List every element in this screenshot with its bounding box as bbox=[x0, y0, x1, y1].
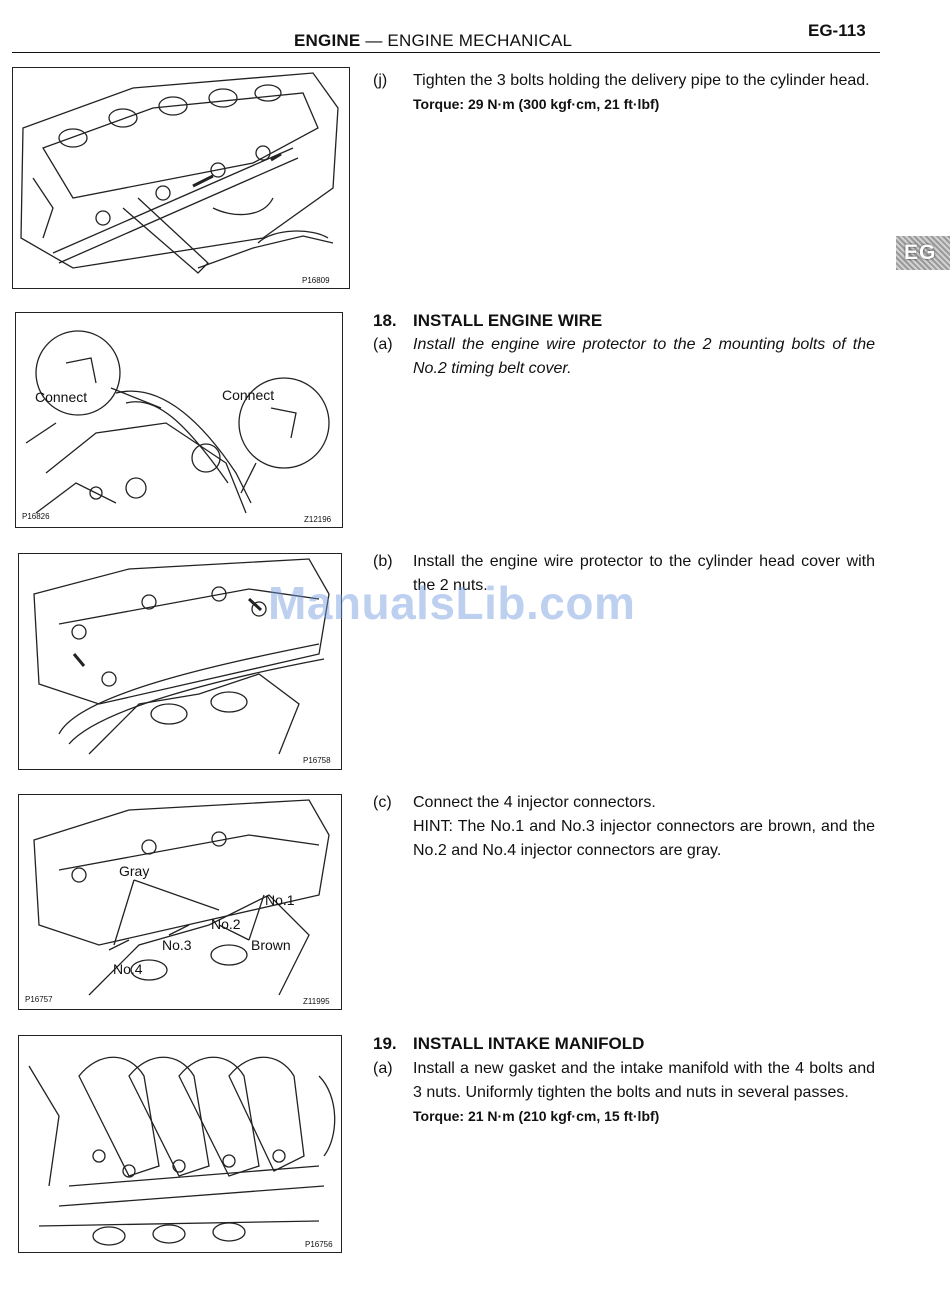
step-text: Install a new gasket and the intake mani… bbox=[413, 1057, 875, 1127]
section-title-rest: — ENGINE MECHANICAL bbox=[360, 31, 573, 50]
callout-no4: No.4 bbox=[113, 961, 143, 977]
figure-cylinder-head-cover: P16758 bbox=[18, 553, 342, 770]
cylinder-head-illustration bbox=[33, 558, 330, 755]
heading-title: INSTALL INTAKE MANIFOLD bbox=[413, 1034, 645, 1053]
watermark: ManualsLib.com bbox=[268, 577, 636, 629]
engine-illustration bbox=[20, 72, 339, 274]
callout-connect-right: Connect bbox=[222, 387, 275, 403]
callout-no3: No.3 bbox=[162, 937, 192, 953]
callout-no1: No.1 bbox=[265, 892, 295, 908]
figure-engine-wire: Connect Connect P16826 Z12196 bbox=[15, 312, 343, 528]
step-18c-text: Connect the 4 injector connectors. bbox=[413, 794, 656, 811]
figure-code: P16757 bbox=[25, 995, 53, 1004]
step-text: Connect the 4 injector connectors. HINT:… bbox=[413, 791, 875, 863]
figure-code: P16758 bbox=[303, 756, 331, 765]
figure-code: Z12196 bbox=[304, 515, 332, 524]
figure-code: Z11995 bbox=[303, 997, 330, 1006]
step-text: Tighten the 3 bolts holding the delivery… bbox=[413, 69, 875, 115]
side-tab[interactable]: EG bbox=[896, 236, 950, 270]
step-label: (c) bbox=[373, 794, 392, 811]
torque-spec: Torque: 21 N·m (210 kgf·cm, 15 ft·lbf) bbox=[413, 1108, 660, 1124]
step-text: Install the engine wire protector to the… bbox=[413, 553, 875, 594]
hint-text: HINT: The No.1 and No.3 injector connect… bbox=[413, 818, 875, 859]
figure-code: P16809 bbox=[302, 276, 330, 285]
figure-injector-connectors: Gray No.1 No.2 No.3 Brown No.4 P16757 Z1… bbox=[18, 794, 342, 1010]
step-label: (b) bbox=[373, 553, 393, 570]
step-text: Install the engine wire protector to the… bbox=[413, 336, 875, 377]
callout-no2: No.2 bbox=[211, 916, 241, 932]
heading-title: INSTALL ENGINE WIRE bbox=[413, 311, 603, 330]
step-label: (a) bbox=[373, 336, 393, 353]
figure-code: P16826 bbox=[22, 512, 50, 521]
callout-gray: Gray bbox=[119, 863, 150, 879]
step-label: (a) bbox=[373, 1060, 393, 1077]
figure-code: P16756 bbox=[305, 1240, 333, 1249]
figure-intake-manifold: P16756 bbox=[18, 1035, 342, 1253]
engine-wire-illustration bbox=[25, 330, 330, 514]
injector-illustration bbox=[33, 799, 330, 996]
callout-connect-left: Connect bbox=[35, 389, 88, 405]
section-title-bold: ENGINE bbox=[294, 31, 361, 50]
header-rule bbox=[12, 52, 880, 53]
page-number: EG-113 bbox=[808, 21, 866, 40]
heading-number: 19. bbox=[373, 1034, 397, 1053]
figure-delivery-pipe: P16809 bbox=[12, 67, 350, 289]
step-label: (j) bbox=[373, 72, 388, 89]
callout-brown: Brown bbox=[251, 937, 291, 953]
torque-spec: Torque: 29 N·m (300 kgf·cm, 21 ft·lbf) bbox=[413, 96, 660, 112]
step-j-text: Tighten the 3 bolts holding the delivery… bbox=[413, 72, 870, 89]
intake-manifold-illustration bbox=[28, 1056, 336, 1246]
section-title: ENGINE — ENGINE MECHANICAL bbox=[294, 31, 572, 51]
heading-number: 18. bbox=[373, 311, 397, 330]
step-19a-text: Install a new gasket and the intake mani… bbox=[413, 1060, 875, 1101]
